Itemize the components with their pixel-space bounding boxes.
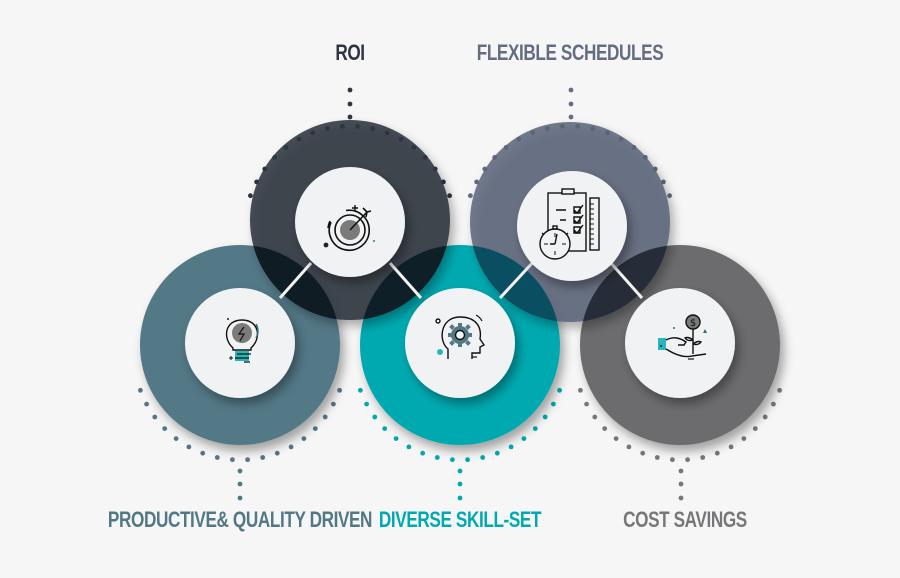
dotted-arc-productive-ring [138,387,342,463]
label-roi: ROI [335,40,365,65]
dotted-arc-flexible [568,87,574,120]
label-flexible-schedules: FLEXIBLE SCHEDULES [476,40,664,65]
hand-coin-plant-icon: $ [658,314,707,360]
target-arrow-icon [323,205,375,252]
dotted-arc-cost-ring [578,387,782,463]
connector-lines [278,258,644,300]
overlap-shade-flexible [470,245,670,322]
svg-text:$: $ [690,318,696,329]
dotted-stem-cost [678,468,684,501]
dotted-arc-roi [347,87,353,120]
label-productive-quality-driven: PRODUCTIVE& QUALITY DRIVEN [107,507,373,532]
label-cost-savings: COST SAVINGS [623,507,747,532]
dotted-arc-diverse-ring [358,387,562,463]
label-diverse-skill-set: DIVERSE SKILL-SET [378,507,542,532]
overlap-shade-roi [250,245,450,320]
dotted-stem-productive [237,468,243,501]
clipboard-stopwatch-icon [539,188,600,260]
lightbulb-icon [225,318,259,363]
dotted-stem-diverse [457,468,463,501]
